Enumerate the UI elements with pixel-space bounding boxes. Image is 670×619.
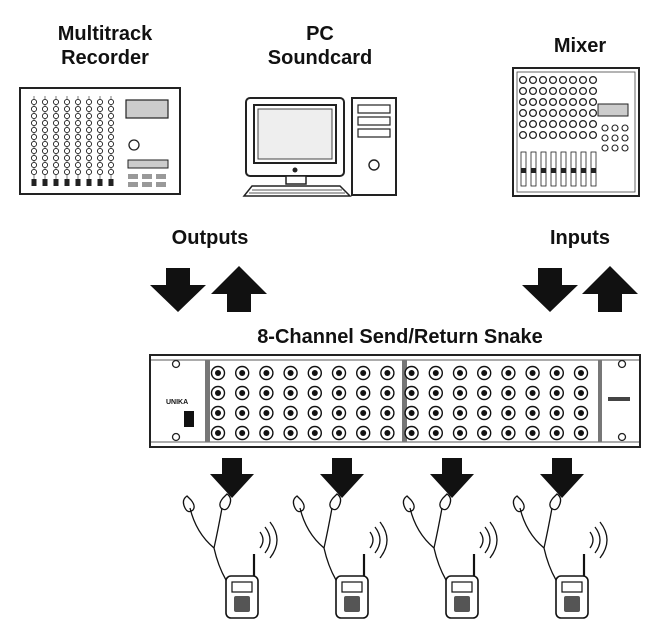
jack-socket: [573, 425, 589, 441]
jack-socket: [380, 405, 395, 421]
jack-socket: [501, 385, 516, 401]
jack-socket: [331, 365, 347, 381]
arrow-down-icon: [320, 458, 364, 498]
pc-soundcard-label: PC Soundcard: [245, 22, 395, 70]
mixer-label: Mixer: [553, 35, 607, 57]
jack-socket: [210, 405, 226, 421]
jack-socket: [501, 365, 516, 381]
jack-socket: [259, 385, 274, 401]
jack-socket: [307, 385, 322, 401]
inputs-label: Inputs: [550, 227, 610, 249]
jack-socket: [283, 425, 298, 441]
jack-socket: [356, 405, 371, 421]
multitrack-label-line1: Multitrack: [57, 23, 153, 45]
outputs-arrows: [150, 266, 267, 312]
jack-socket: [549, 405, 564, 421]
rack-brand: UNIKA: [166, 399, 188, 406]
jack-socket: [452, 365, 468, 381]
jack-socket: [428, 365, 443, 381]
jack-socket: [525, 425, 540, 441]
jack-socket: [380, 365, 395, 381]
jack-socket: [573, 405, 589, 421]
jack-socket: [210, 425, 226, 441]
jack-socket: [452, 385, 468, 401]
arrow-down-icon: [540, 458, 584, 498]
jack-socket: [404, 385, 419, 401]
jack-socket: [428, 385, 443, 401]
jack-socket: [234, 385, 250, 401]
jack-socket: [428, 405, 443, 421]
jack-socket: [356, 385, 371, 401]
jack-socket: [331, 405, 347, 421]
jack-socket: [259, 425, 274, 441]
jack-socket: [477, 405, 492, 421]
arrow-down-icon: [522, 268, 578, 312]
jack-socket: [428, 425, 443, 441]
pc-label-line2: Soundcard: [267, 47, 373, 69]
jack-socket: [477, 365, 492, 381]
snake-title: 8-Channel Send/Return Snake: [257, 326, 543, 348]
jack-socket: [525, 405, 540, 421]
jack-socket: [573, 365, 589, 381]
jack-socket: [525, 385, 540, 401]
in-ear-receiver: [182, 492, 279, 619]
jack-socket: [356, 425, 371, 441]
jack-socket: [307, 425, 322, 441]
arrow-down-icon: [430, 458, 474, 498]
jack-socket: [501, 405, 516, 421]
jack-socket: [331, 385, 347, 401]
jack-socket: [307, 405, 322, 421]
pc-computer: [242, 97, 397, 197]
jack-socket: [356, 365, 371, 381]
arrow-down-icon: [150, 268, 206, 312]
jack-socket: [452, 405, 468, 421]
mixer-device: [512, 67, 640, 197]
jack-socket: [404, 405, 419, 421]
jack-socket: [283, 405, 298, 421]
jack-socket: [573, 385, 589, 401]
jack-socket: [234, 365, 250, 381]
in-ear-receiver: [512, 492, 609, 619]
multitrack-recorder-label: Multitrack Recorder: [30, 22, 180, 70]
arrow-up-icon: [582, 266, 638, 312]
jack-socket: [283, 385, 298, 401]
jack-socket: [549, 365, 564, 381]
pc-label-line1: PC: [306, 23, 334, 45]
jack-socket: [307, 365, 322, 381]
jack-socket: [331, 425, 347, 441]
jack-socket: [501, 425, 516, 441]
in-ear-receiver: [292, 492, 389, 619]
outputs-label: Outputs: [171, 227, 249, 249]
jack-socket: [477, 425, 492, 441]
arrow-up-icon: [211, 266, 267, 312]
jack-socket: [259, 405, 274, 421]
jack-socket: [259, 365, 274, 381]
jack-socket: [234, 405, 250, 421]
jack-socket: [380, 385, 395, 401]
multitrack-label-line2: Recorder: [61, 47, 149, 69]
arrow-down-icon: [210, 458, 254, 498]
jack-socket: [549, 425, 564, 441]
jack-socket: [452, 425, 468, 441]
jack-socket: [549, 385, 564, 401]
jack-socket: [283, 365, 298, 381]
jack-socket: [210, 365, 226, 381]
jack-socket: [380, 425, 395, 441]
jack-socket: [234, 425, 250, 441]
jack-socket: [210, 385, 226, 401]
jack-socket: [477, 385, 492, 401]
snake-rack-unit: UNIKA: [149, 354, 641, 448]
jack-socket: [404, 365, 419, 381]
power-switch-icon: [184, 411, 194, 427]
jack-socket: [525, 365, 540, 381]
multitrack-recorder: [19, 87, 181, 195]
inputs-arrows: [522, 266, 638, 312]
in-ear-receiver: [402, 492, 499, 619]
jack-socket: [404, 425, 419, 441]
